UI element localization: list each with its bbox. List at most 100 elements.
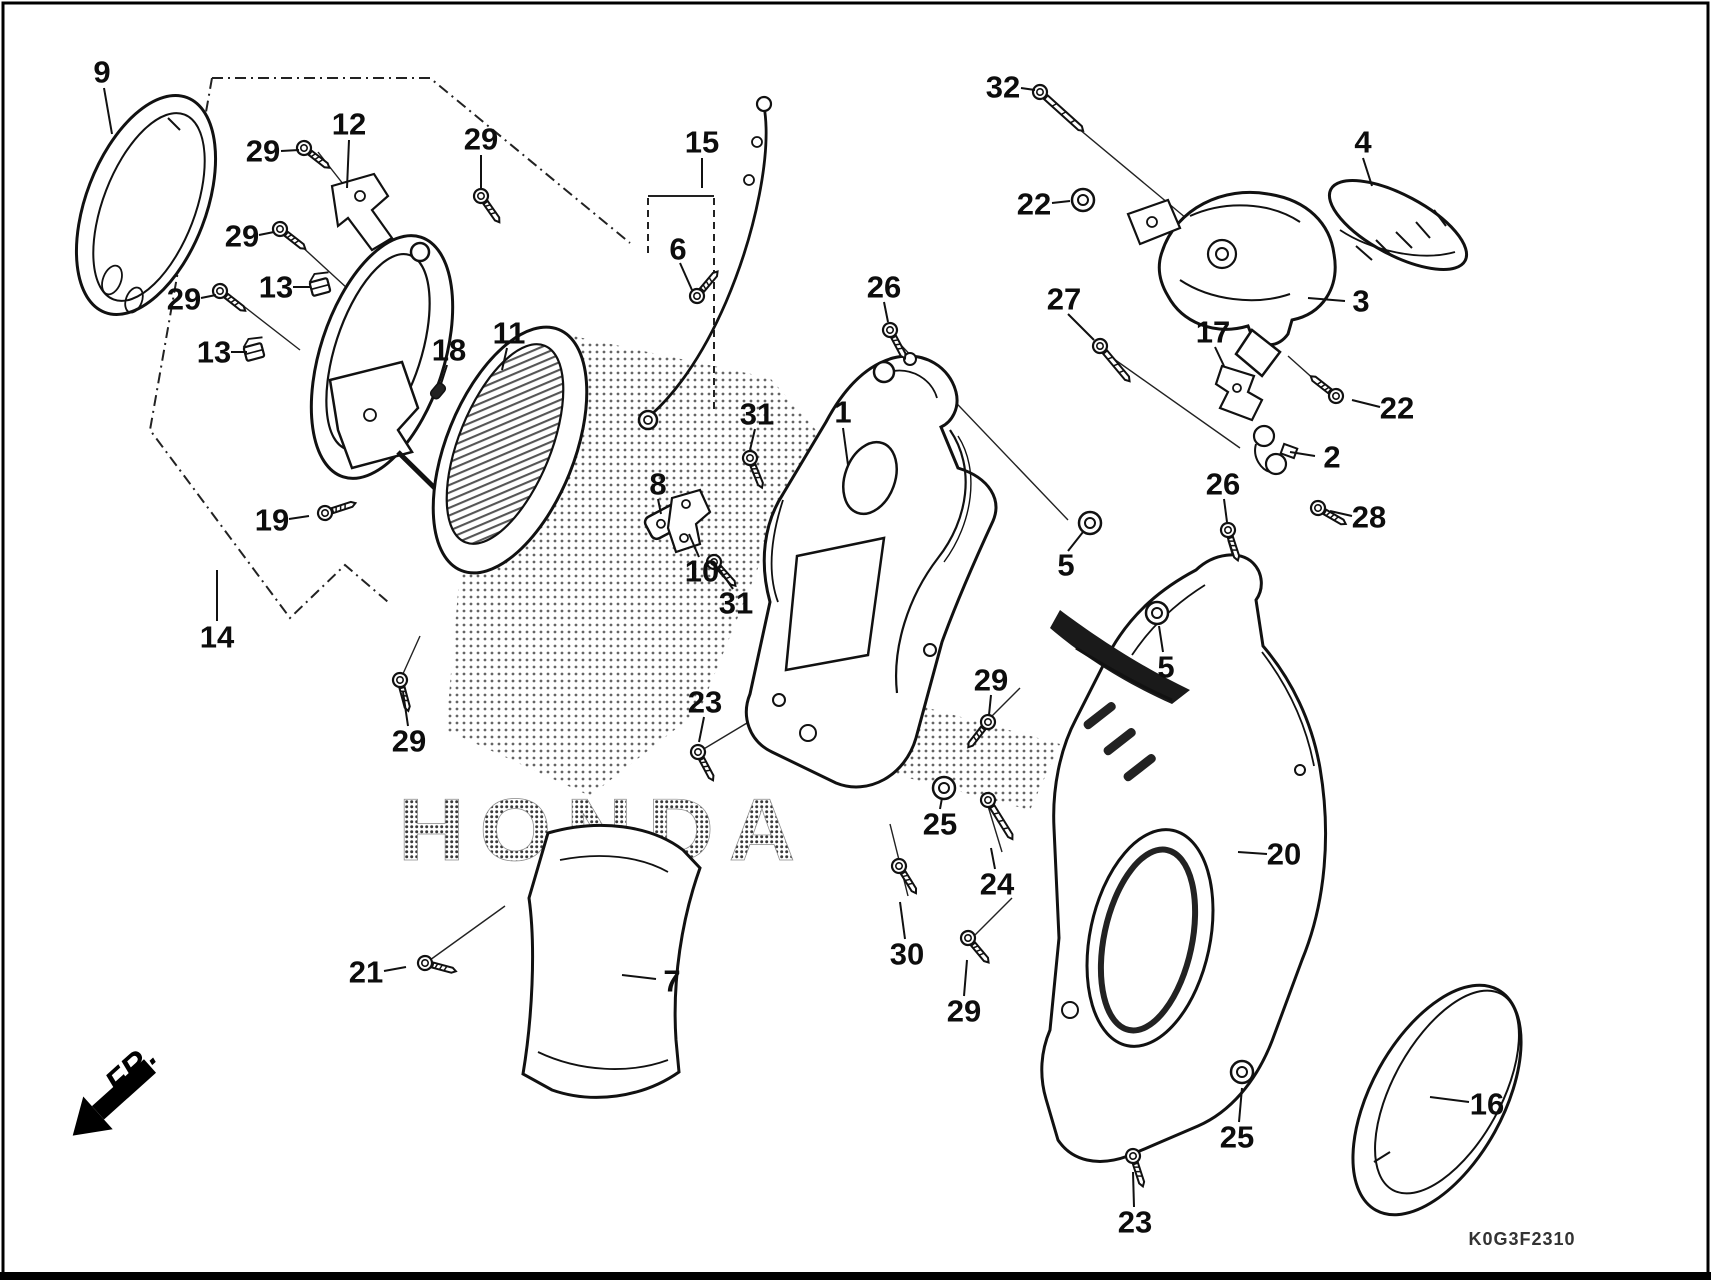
mirror-glass xyxy=(445,343,565,545)
part-11-mirror-housing xyxy=(431,325,589,575)
callout-22: 22 xyxy=(1017,187,1051,222)
grommet-icon xyxy=(1229,1059,1255,1085)
front-cover-hole xyxy=(842,440,898,516)
axis-line xyxy=(971,897,1013,939)
leader-line xyxy=(842,427,849,466)
screw-icon xyxy=(689,743,715,782)
callout-27: 27 xyxy=(1047,282,1081,317)
clip-icon xyxy=(308,271,332,297)
leader-line xyxy=(621,974,657,980)
leader-line xyxy=(899,901,906,940)
leader-line xyxy=(1429,1096,1470,1103)
leader-line xyxy=(990,847,996,870)
parts-layer xyxy=(74,94,1523,1217)
callout-17: 17 xyxy=(1196,315,1230,350)
leader-line xyxy=(1051,200,1071,204)
leader-line xyxy=(1158,625,1164,653)
fr-arrow-icon xyxy=(72,1059,157,1136)
part-7-lower-cover xyxy=(521,823,702,1099)
callout-14: 14 xyxy=(200,620,235,655)
leader-line xyxy=(402,691,409,727)
screw-icon xyxy=(472,187,501,224)
part-3-handle-cover xyxy=(1126,190,1337,378)
leader-line xyxy=(383,966,407,972)
callout-15: 15 xyxy=(685,125,719,160)
leader-line xyxy=(657,498,662,515)
screw-icon xyxy=(967,713,997,749)
callout-24: 24 xyxy=(980,867,1015,902)
leader-line xyxy=(1329,510,1353,517)
leader-line xyxy=(440,364,448,385)
callout-29: 29 xyxy=(392,724,426,759)
part-10-stay xyxy=(666,488,712,554)
group-boundary-line xyxy=(212,77,631,244)
clip-icon xyxy=(242,336,266,362)
part-1-front-cover xyxy=(744,352,998,789)
screw-icon xyxy=(979,791,1014,841)
part-12-bracket xyxy=(330,172,394,252)
callout-5: 5 xyxy=(1057,548,1074,583)
part-9-mirror-cover xyxy=(74,94,218,316)
leader-line xyxy=(1307,297,1346,302)
screw-icon xyxy=(1219,521,1241,563)
callout-29: 29 xyxy=(167,282,201,317)
leader-line xyxy=(939,797,943,810)
screw-icon xyxy=(890,857,918,895)
callout-7: 7 xyxy=(663,964,680,999)
screw-icon xyxy=(1091,337,1131,383)
group-boundary-line xyxy=(148,77,389,620)
callout-1: 1 xyxy=(834,395,851,430)
front-cover-window xyxy=(784,536,886,672)
leader-line xyxy=(679,262,693,291)
callout-11: 11 xyxy=(493,316,526,351)
screw-icon xyxy=(1031,83,1085,133)
screw-icon xyxy=(959,929,990,964)
axis-line xyxy=(987,805,1003,853)
part-14-mirror-body xyxy=(309,234,455,507)
vent-slots xyxy=(1083,701,1156,782)
leader-line xyxy=(1223,498,1228,523)
callout-30: 30 xyxy=(890,937,924,972)
callout-10: 10 xyxy=(685,554,719,589)
callout-2: 2 xyxy=(1323,440,1340,475)
callout-23: 23 xyxy=(1118,1205,1152,1240)
callout-26: 26 xyxy=(1206,467,1240,502)
fasteners-layer xyxy=(211,83,1348,1189)
callout-9: 9 xyxy=(93,55,110,90)
callout-29: 29 xyxy=(246,134,280,169)
diagram-code: K0G3F2310 xyxy=(1468,1229,1575,1249)
seat-edge-band xyxy=(1050,610,1190,704)
callout-31: 31 xyxy=(740,397,774,432)
callout-25: 25 xyxy=(1220,1120,1254,1155)
grommet-icon xyxy=(1077,510,1103,536)
part-15-cable xyxy=(637,95,773,431)
leader-line xyxy=(258,231,275,236)
callout-6: 6 xyxy=(669,232,686,267)
screw-icon xyxy=(416,954,458,974)
leader-line xyxy=(1237,851,1268,855)
leader-line xyxy=(688,533,700,558)
callout-4: 4 xyxy=(1354,125,1372,160)
leader-line xyxy=(1020,87,1036,91)
screw-icon xyxy=(295,139,331,169)
callout-13: 13 xyxy=(259,270,293,305)
axis-line xyxy=(401,635,421,677)
screw-icon xyxy=(1309,499,1348,526)
screw-icon xyxy=(688,270,719,305)
leader-line xyxy=(346,139,350,189)
leader-line xyxy=(963,959,968,997)
peg-icon xyxy=(429,382,447,400)
callout-22: 22 xyxy=(1380,391,1414,426)
leader-line xyxy=(1351,399,1381,408)
axis-line xyxy=(989,687,1021,719)
leader-line xyxy=(1067,313,1095,341)
callout-12: 12 xyxy=(332,107,366,142)
callout-28: 28 xyxy=(1352,500,1386,535)
callout-20: 20 xyxy=(1267,837,1301,872)
leader-line xyxy=(103,87,113,135)
part-4-grip xyxy=(1327,179,1469,271)
callout-29: 29 xyxy=(464,122,498,157)
screw-icon xyxy=(1124,1147,1146,1189)
